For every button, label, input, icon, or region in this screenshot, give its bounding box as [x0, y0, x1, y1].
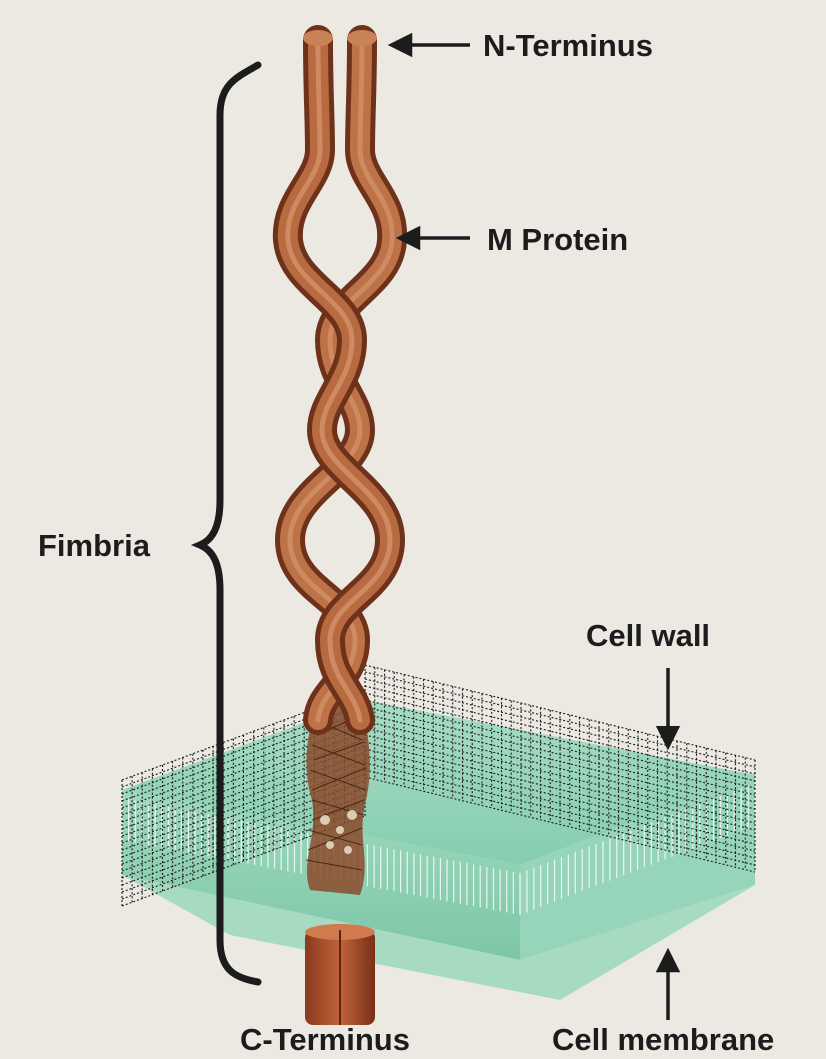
c-terminus-label: C-Terminus: [240, 1022, 410, 1057]
n-terminus-label: N-Terminus: [483, 28, 653, 63]
c-terminus-block: [305, 924, 375, 1025]
m-protein-coiled-coil: [288, 30, 392, 720]
cell-membrane-label: Cell membrane: [552, 1022, 774, 1057]
cell-wall-label: Cell wall: [586, 618, 710, 653]
fimbria-label: Fimbria: [38, 528, 151, 563]
m-protein-label: M Protein: [487, 222, 628, 257]
